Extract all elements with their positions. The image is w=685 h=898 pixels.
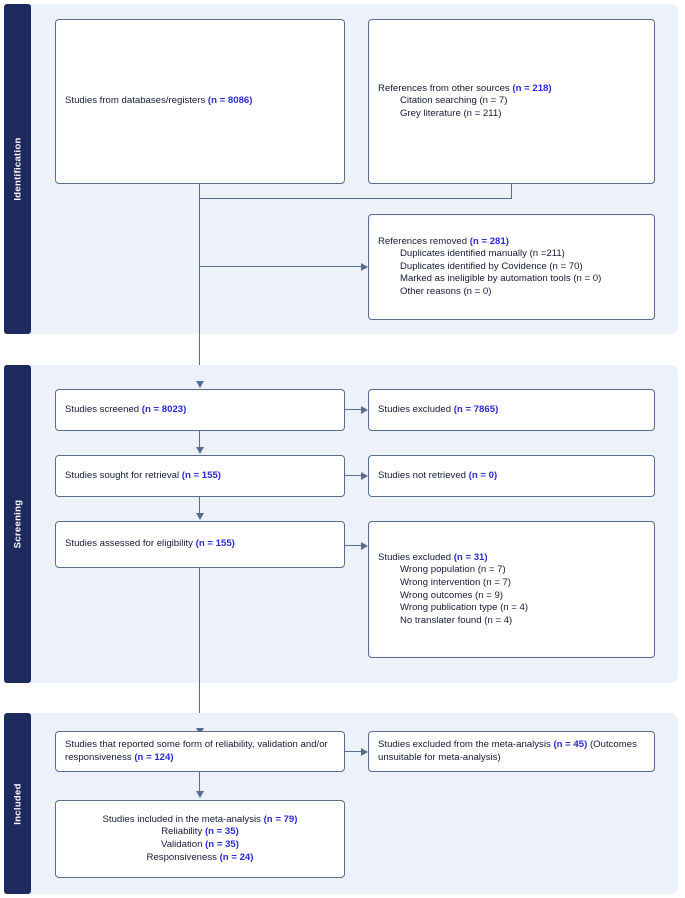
box-included-sub-2-count: (n = 35) xyxy=(205,839,239,850)
box-removed-sub-4: Other reasons (n = 0) xyxy=(400,285,492,297)
box-eligibility-excluded-sub-2: Wrong intervention (n = 7) xyxy=(400,576,512,588)
box-other-sources-text: References from other sources xyxy=(378,82,513,94)
box-removed-sub-3: Marked as ineligible by automation tools… xyxy=(400,273,602,285)
arrowhead-into-included xyxy=(195,791,204,798)
box-studies-sought-retrieval: Studies sought for retrieval (n = 155) xyxy=(55,455,345,497)
box-not-retrieved-text: Studies not retrieved xyxy=(378,469,469,481)
box-included-count: (n = 79) xyxy=(263,813,298,825)
box-studies-included-meta-analysis: Studies included in the meta-analysis (n… xyxy=(55,800,345,878)
box-studies-screened: Studies screened (n = 8023) xyxy=(55,389,345,431)
connector-other-sources-down xyxy=(511,184,513,199)
box-studies-from-databases: Studies from databases/registers (n = 80… xyxy=(55,19,345,184)
connector-main-trunk-screening xyxy=(199,568,201,730)
box-references-other-sources: References from other sources (n = 218) … xyxy=(368,19,655,184)
box-excluded-from-meta-analysis: Studies excluded from the meta-analysis … xyxy=(368,731,655,772)
section-rail-label-included: Included xyxy=(12,782,23,825)
connector-databases-down xyxy=(199,184,201,199)
box-assessed-count: (n = 155) xyxy=(195,538,235,550)
box-other-sources-count: (n = 218) xyxy=(512,82,552,94)
arrowhead-sought-to-not-retrieved xyxy=(361,471,368,480)
section-rail-label-identification: Identification xyxy=(12,137,23,201)
arrowhead-into-sought xyxy=(195,447,204,454)
section-rail-included: Included xyxy=(4,713,31,894)
box-meta-excluded-text: Studies excluded from the meta-analysis xyxy=(378,738,554,750)
box-screened-excluded-count: (n = 7865) xyxy=(453,403,499,415)
box-studies-assessed-eligibility: Studies assessed for eligibility (n = 15… xyxy=(55,521,345,568)
arrowhead-reported-to-meta-excluded xyxy=(361,747,368,756)
box-included-sub-1-count: (n = 35) xyxy=(204,826,239,838)
connector-screened-to-excluded xyxy=(345,409,361,411)
box-eligibility-excluded-count: (n = 31) xyxy=(453,551,488,563)
connector-reported-to-meta-excluded xyxy=(345,751,361,753)
box-removed-count: (n = 281) xyxy=(469,235,509,247)
box-eligibility-excluded-sub-5: No translater found (n = 4) xyxy=(400,614,513,626)
box-removed-sub-2: Duplicates identified by Covidence (n = … xyxy=(400,260,583,272)
box-sought-count: (n = 155) xyxy=(181,469,221,481)
box-meta-excluded-line-2: (Outcomes unsuitable for meta-analysis) xyxy=(378,738,637,763)
box-reported-line-1: Studies that reported some form of relia… xyxy=(65,738,255,750)
box-removed-sub-1: Duplicates identified manually (n =211) xyxy=(400,248,565,260)
section-rail-label-screening: Screening xyxy=(12,499,23,549)
arrowhead-assessed-to-excluded xyxy=(361,541,368,550)
connector-main-trunk-identification xyxy=(199,198,201,383)
section-rail-identification: Identification xyxy=(4,4,31,334)
box-included-sub-1-label: Reliability xyxy=(161,826,205,838)
connector-sought-to-not-retrieved xyxy=(345,475,361,477)
arrowhead-screened-to-excluded xyxy=(361,405,368,414)
box-screened-text: Studies screened xyxy=(65,403,142,415)
arrowhead-into-screened xyxy=(195,381,204,388)
connector-sought-to-assessed xyxy=(199,497,201,514)
box-screened-count: (n = 8023) xyxy=(141,403,187,415)
box-other-sources-sub-1: Citation searching (n = 7) xyxy=(400,95,508,107)
connector-screened-to-sought xyxy=(199,431,201,448)
box-studies-reported-reliability: Studies that reported some form of relia… xyxy=(55,731,345,772)
box-eligibility-excluded-sub-4: Wrong publication type (n = 4) xyxy=(400,602,529,614)
connector-reported-to-included xyxy=(199,772,201,792)
connector-assessed-to-excluded xyxy=(345,545,361,547)
box-eligibility-excluded-text: Studies excluded xyxy=(378,551,454,563)
connector-merge-bar xyxy=(199,198,512,200)
box-included-sub-3-count: (n = 24) xyxy=(219,851,254,863)
box-reported-line-2: validation and/or responsiveness xyxy=(65,738,328,763)
box-databases-text: Studies from databases/registers xyxy=(65,95,208,107)
box-other-sources-sub-2: Grey literature (n = 211) xyxy=(400,107,502,119)
box-studies-not-retrieved: Studies not retrieved (n = 0) xyxy=(368,455,655,497)
box-studies-excluded-eligibility: Studies excluded (n = 31) Wrong populati… xyxy=(368,521,655,658)
box-removed-text: References removed xyxy=(378,235,470,247)
box-screened-excluded-text: Studies excluded xyxy=(378,403,454,415)
box-assessed-text: Studies assessed for eligibility xyxy=(65,538,196,550)
arrowhead-into-assessed xyxy=(195,513,204,520)
box-sought-text: Studies sought for retrieval xyxy=(65,469,182,481)
section-rail-screening: Screening xyxy=(4,365,31,683)
connector-to-removed xyxy=(199,266,361,268)
box-databases-count: (n = 8086) xyxy=(207,95,253,107)
box-included-sub-2-label: Validation xyxy=(161,839,206,850)
box-meta-excluded-count: (n = 45) xyxy=(553,738,588,750)
box-reported-count: (n = 124) xyxy=(134,751,174,763)
box-references-removed: References removed (n = 281) Duplicates … xyxy=(368,214,655,320)
box-eligibility-excluded-sub-1: Wrong population (n = 7) xyxy=(400,564,506,576)
box-studies-excluded-screening: Studies excluded (n = 7865) xyxy=(368,389,655,431)
arrowhead-to-removed xyxy=(361,262,368,271)
box-not-retrieved-count: (n = 0) xyxy=(468,469,498,481)
box-included-text: Studies included in the meta-analysis xyxy=(102,813,264,825)
box-included-sub-3-label: Responsiveness xyxy=(146,851,220,863)
box-eligibility-excluded-sub-3: Wrong outcomes (n = 9) xyxy=(400,589,504,601)
